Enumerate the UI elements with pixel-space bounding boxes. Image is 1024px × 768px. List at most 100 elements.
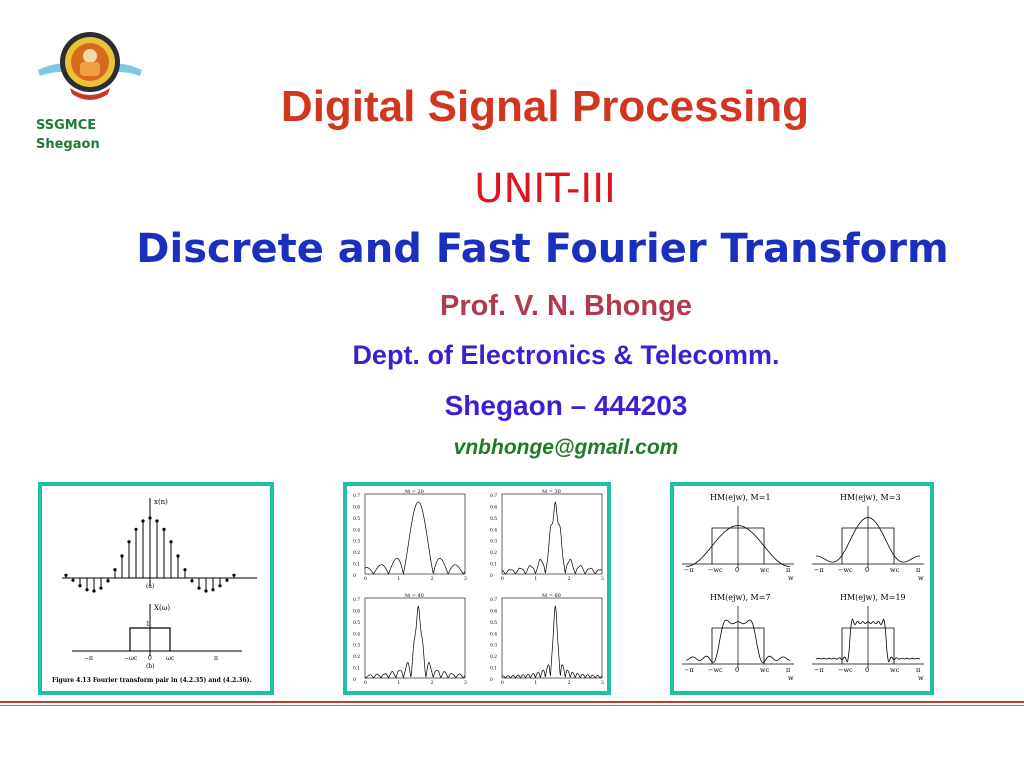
xtick-label: 0: [501, 680, 504, 686]
stem-point: [225, 578, 229, 582]
stem-point: [190, 579, 194, 583]
ytick-label: 0.1: [353, 666, 360, 672]
ytick-label: 0.2: [490, 550, 497, 556]
gibbs-curve: [685, 619, 791, 663]
mini-plot-title: M = 40: [405, 593, 424, 599]
ytick-label: 0.5: [353, 516, 360, 522]
magnitude-curve: [364, 501, 466, 575]
ytick-label: 0.6: [490, 608, 497, 614]
xtick-label: 2: [431, 576, 434, 582]
stem-point: [113, 568, 117, 572]
tick-neg-pi: −π: [84, 655, 93, 662]
slide-title: Digital Signal Processing: [280, 82, 810, 131]
gibbs-xtick: −wc: [838, 666, 853, 674]
stem-point: [218, 584, 222, 588]
stem-point: [232, 573, 236, 577]
gibbs-xtick: π: [916, 666, 921, 674]
ideal-lowpass-rect: [129, 627, 171, 651]
ytick-label: 0.4: [353, 527, 360, 533]
ytick-label: 0.1: [490, 562, 497, 568]
ytick-label: 0: [490, 573, 493, 579]
footer-line-thin: [0, 705, 1024, 706]
stem-point: [183, 568, 187, 572]
institute-line2: Shegaon: [36, 137, 100, 152]
gibbs-xtick: −wc: [838, 566, 853, 574]
gibbs-curve: [686, 525, 790, 567]
stem-point: [99, 586, 103, 590]
xtick-label: 3: [464, 680, 467, 686]
ytick-label: 0.3: [490, 539, 497, 545]
gibbs-xtick: wc: [890, 566, 900, 574]
gibbs-xtick: −wc: [708, 566, 723, 574]
ytick-label: 0.1: [353, 562, 360, 568]
ytick-label: 0: [353, 677, 356, 683]
ytick-label: 0.2: [353, 550, 360, 556]
svg-text:1: 1: [146, 621, 150, 628]
slide-subtitle: Discrete and Fast Fourier Transform: [136, 226, 949, 272]
xtick-label: 1: [534, 680, 537, 686]
gibbs-xtick: −wc: [708, 666, 723, 674]
gibbs-xlabel: w: [788, 674, 794, 682]
ytick-label: 0.1: [490, 666, 497, 672]
institute-line1: SSGMCE: [36, 118, 97, 133]
gibbs-xtick: wc: [760, 566, 770, 574]
unit-label: UNIT-III: [474, 166, 616, 212]
bottom-axis-label: X(ω): [154, 604, 170, 612]
ytick-label: 0.4: [353, 631, 360, 637]
fourier-pair-graphic: x(n) X(ω) 1 −π −ωc 0 ωc π (b) (a) Figure…: [52, 498, 257, 684]
ytick-label: 0.7: [490, 597, 497, 603]
stem-point: [120, 554, 124, 558]
gibbs-xtick: wc: [760, 666, 770, 674]
xtick-label: 0: [501, 576, 504, 582]
stem-point: [78, 584, 82, 588]
ytick-label: 0.6: [353, 608, 360, 614]
author-department: Dept. of Electronics & Telecomm.: [352, 340, 780, 370]
gibbs-plot-title: HM(ejw), M=1: [710, 493, 771, 502]
gibbs-xtick: 0: [865, 666, 869, 674]
stem-point: [169, 540, 173, 544]
institute-name: SSGMCE Shegaon: [36, 116, 100, 154]
stem-point: [162, 527, 166, 531]
college-logo: [38, 32, 142, 100]
ytick-label: 0: [490, 677, 493, 683]
author-email: vnbhonge@gmail.com: [453, 436, 679, 459]
mini-plot-title: M = 20: [405, 489, 424, 495]
tick-zero: 0: [148, 655, 152, 662]
figure-caption: Figure 4.13 Fourier transform pair in (4…: [52, 677, 252, 684]
gibbs-curve: [815, 618, 921, 663]
xtick-label: 1: [534, 576, 537, 582]
magnitude-curve: [501, 501, 603, 575]
svg-text:(b): (b): [146, 663, 155, 670]
stem-point: [106, 579, 110, 583]
sinc-stems: [64, 516, 236, 593]
gibbs-xtick: −π: [814, 666, 824, 674]
xtick-label: 1: [397, 576, 400, 582]
tick-wc: ωc: [166, 655, 175, 662]
ytick-label: 0.7: [490, 493, 497, 499]
figure-fourier-pair: x(n) X(ω) 1 −π −ωc 0 ωc π (b) (a) Figure…: [38, 482, 274, 695]
stem-point: [127, 540, 131, 544]
author-city: Shegaon – 444203: [444, 390, 688, 421]
stem-point: [134, 527, 138, 531]
tick-neg-wc: −ωc: [124, 655, 138, 662]
ytick-label: 0.4: [490, 527, 497, 533]
magnitude-curve: [501, 605, 603, 679]
xtick-label: 1: [397, 680, 400, 686]
ytick-label: 0.2: [353, 654, 360, 660]
stem-point: [211, 588, 215, 592]
gibbs-plot-title: HM(ejw), M=7: [710, 593, 771, 602]
gibbs-xlabel: w: [788, 574, 794, 582]
ytick-label: 0.3: [353, 539, 360, 545]
ytick-label: 0.6: [353, 504, 360, 510]
stem-point: [92, 589, 96, 593]
stem-point: [148, 516, 152, 520]
gibbs-xtick: −π: [684, 566, 694, 574]
